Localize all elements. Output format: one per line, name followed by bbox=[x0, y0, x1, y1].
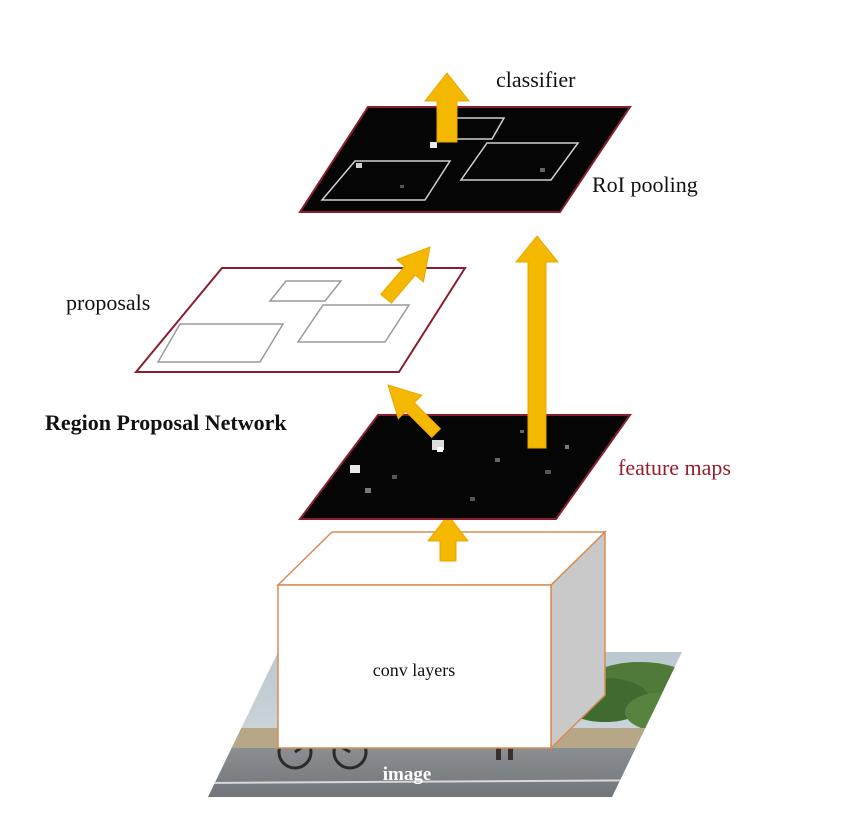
proposal-box bbox=[268, 280, 343, 302]
proposal-box bbox=[156, 323, 285, 363]
proposals-label: proposals bbox=[66, 290, 150, 315]
arrow-roi-to-classifier bbox=[423, 72, 471, 143]
roi-pooling-label: RoI pooling bbox=[592, 172, 698, 197]
feature-maps-label: feature maps bbox=[618, 455, 731, 480]
arrow-feature-maps-to-roi bbox=[514, 235, 560, 449]
proposals-plane bbox=[133, 267, 467, 373]
roi-box bbox=[320, 160, 452, 201]
conv-layers-label: conv layers bbox=[373, 660, 455, 680]
roi-pooling-plane bbox=[298, 106, 632, 213]
conv-layers-box: conv layers bbox=[276, 530, 607, 750]
arrow-feature-maps-to-proposals bbox=[387, 384, 442, 439]
arrow-conv-to-feature-maps bbox=[426, 514, 470, 562]
classifier-label: classifier bbox=[496, 67, 576, 92]
roi-box bbox=[459, 142, 580, 181]
image-label: image bbox=[383, 764, 432, 785]
proposal-box bbox=[296, 304, 411, 343]
feature-maps-plane bbox=[298, 414, 632, 520]
arrow-proposals-to-roi bbox=[379, 246, 431, 304]
rpn-label: Region Proposal Network bbox=[45, 410, 287, 435]
conv-box-front bbox=[277, 584, 552, 749]
